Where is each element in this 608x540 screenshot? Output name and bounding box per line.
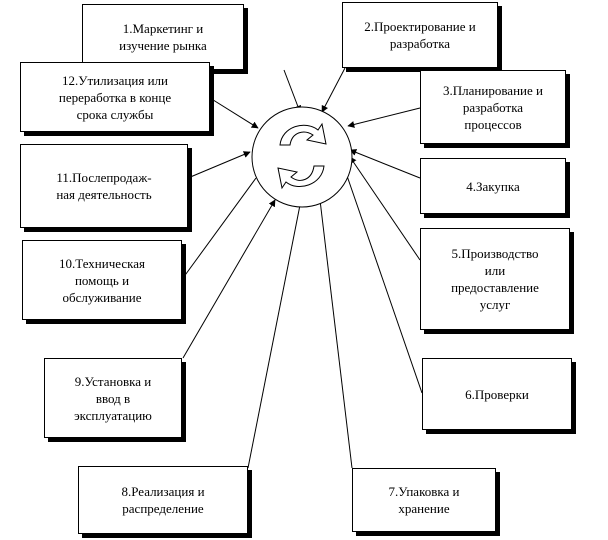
center-cycle: [251, 106, 353, 208]
stage-box-6: 6.Проверки: [422, 358, 572, 430]
stage-box-4: 4.Закупка: [420, 158, 566, 214]
connector-s6: [344, 169, 423, 394]
stage-box-3: 3.Планирование и разработка процессов: [420, 70, 566, 144]
connector-s3: [347, 107, 421, 128]
stage-label: 4.Закупка: [466, 178, 520, 194]
stage-label: 6.Проверки: [465, 386, 529, 402]
stage-label: 12.Утилизация или переработка в конце ср…: [58, 72, 172, 122]
stage-box-12: 12.Утилизация или переработка в конце ср…: [20, 62, 210, 132]
stage-label: 9.Установка и ввод в эксплуатацию: [74, 373, 152, 423]
stage-label: 7.Упаковка и хранение: [388, 484, 460, 516]
stage-label: 3.Планирование и разработка процессов: [443, 82, 543, 132]
connector-lines: [182, 67, 423, 469]
stage-box-1: 1.Маркетинг и изучение рынка: [82, 4, 244, 70]
stage-box-8: 8.Реализация и распределение: [78, 466, 248, 534]
connector-s7: [319, 199, 353, 469]
stage-label: 5.Производство или предоставление услуг: [451, 246, 539, 312]
stage-label: 2.Проектирование и разработка: [364, 19, 476, 51]
stage-box-10: 10.Техническая помощь и обслуживание: [22, 240, 182, 320]
stage-box-9: 9.Установка и ввод в эксплуатацию: [44, 358, 182, 438]
connector-s8: [247, 204, 301, 469]
stage-box-7: 7.Упаковка и хранение: [352, 468, 496, 532]
connector-s5: [349, 156, 421, 261]
connector-s2: [321, 67, 346, 113]
stage-label: 11.Послепродаж- ная деятельность: [56, 170, 152, 202]
connector-s1: [283, 69, 302, 113]
connector-s12: [209, 97, 259, 129]
cycle-arrow-top-icon: [279, 122, 327, 146]
stage-label: 10.Техническая помощь и обслуживание: [59, 255, 145, 305]
stage-box-11: 11.Послепродаж- ная деятельность: [20, 144, 188, 228]
stage-box-2: 2.Проектирование и разработка: [342, 2, 498, 68]
cycle-arrow-bottom-icon: [277, 165, 325, 190]
stage-label: 8.Реализация и распределение: [121, 484, 205, 516]
connector-s11: [187, 151, 251, 179]
stage-label: 1.Маркетинг и изучение рынка: [119, 21, 207, 53]
connector-s9: [182, 199, 276, 359]
connector-s10: [182, 177, 257, 279]
connector-s4: [349, 149, 421, 179]
center-circle: [251, 106, 353, 208]
stage-box-5: 5.Производство или предоставление услуг: [420, 228, 570, 330]
